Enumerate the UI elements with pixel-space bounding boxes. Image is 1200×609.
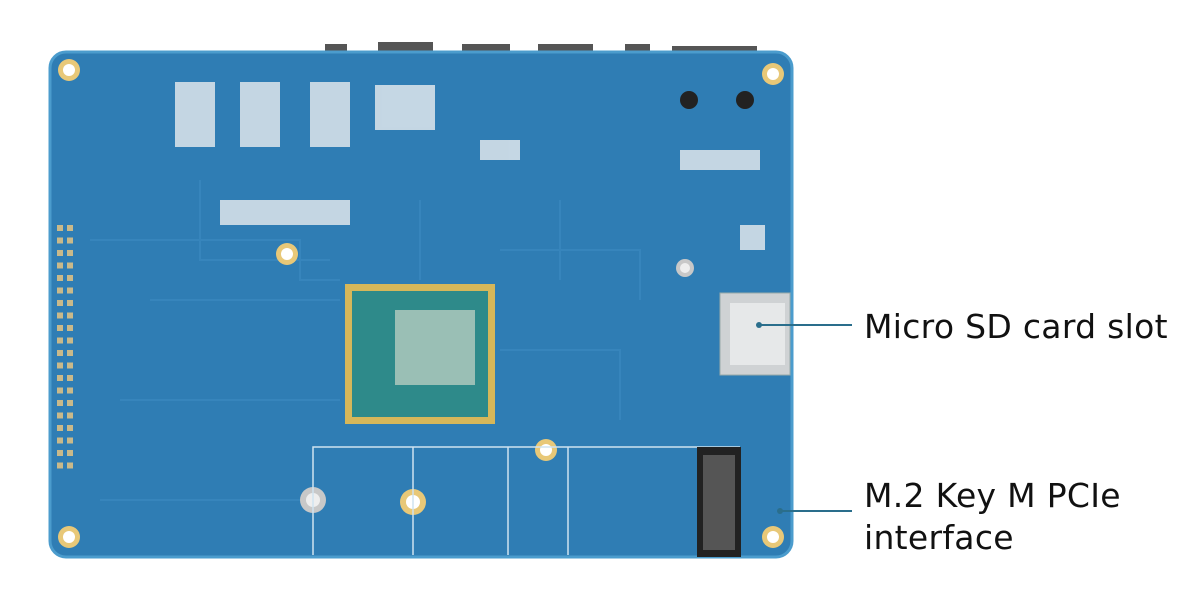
components xyxy=(175,82,765,250)
header-pin xyxy=(57,262,63,269)
header-pin xyxy=(67,437,73,444)
header-pin xyxy=(57,400,63,406)
header-pin xyxy=(67,387,73,394)
header-pin xyxy=(57,462,63,469)
capacitors xyxy=(680,91,754,109)
header-pin xyxy=(57,225,63,231)
m2-leader-dot xyxy=(777,508,783,514)
traces xyxy=(90,180,641,501)
header-pin xyxy=(57,450,63,456)
header-pin xyxy=(67,375,73,381)
header-pin xyxy=(57,275,63,281)
header-pin xyxy=(67,300,73,306)
header-pin xyxy=(57,237,63,244)
header-pin xyxy=(57,337,63,344)
micro-sd-slot xyxy=(719,292,791,376)
header-pin xyxy=(67,462,73,469)
m2-area-outline xyxy=(312,446,740,555)
header-pin xyxy=(67,287,73,294)
header-pin xyxy=(67,337,73,344)
header-pin xyxy=(67,225,73,231)
header-pin xyxy=(67,262,73,269)
gpio-header xyxy=(57,225,73,469)
header-pin xyxy=(57,412,63,419)
header-pin xyxy=(57,387,63,394)
header-pin xyxy=(67,362,73,369)
soc-chip-pads xyxy=(345,284,495,424)
header-pin xyxy=(57,375,63,381)
header-pin xyxy=(57,250,63,256)
header-pin xyxy=(57,437,63,444)
header-pin xyxy=(57,312,63,319)
m2-callout-line1: M.2 Key M PCIe xyxy=(864,476,1121,515)
header-pin xyxy=(67,400,73,406)
micro-sd-callout: Micro SD card slot xyxy=(864,307,1168,346)
header-pin xyxy=(67,250,73,256)
m2-connector xyxy=(697,447,741,557)
header-pin xyxy=(67,425,73,431)
header-pin xyxy=(57,300,63,306)
header-pin xyxy=(57,362,63,369)
m2-callout: M.2 Key M PCIe interface xyxy=(864,475,1121,559)
header-pin xyxy=(57,325,63,331)
m2-callout-line2: interface xyxy=(864,518,1014,557)
header-pin xyxy=(67,237,73,244)
header-pin xyxy=(67,312,73,319)
header-pin xyxy=(67,325,73,331)
header-pin xyxy=(57,425,63,431)
header-pin xyxy=(67,275,73,281)
header-pin xyxy=(57,287,63,294)
header-pin xyxy=(67,350,73,356)
header-pin xyxy=(67,450,73,456)
header-pin xyxy=(67,412,73,419)
header-pin xyxy=(57,350,63,356)
